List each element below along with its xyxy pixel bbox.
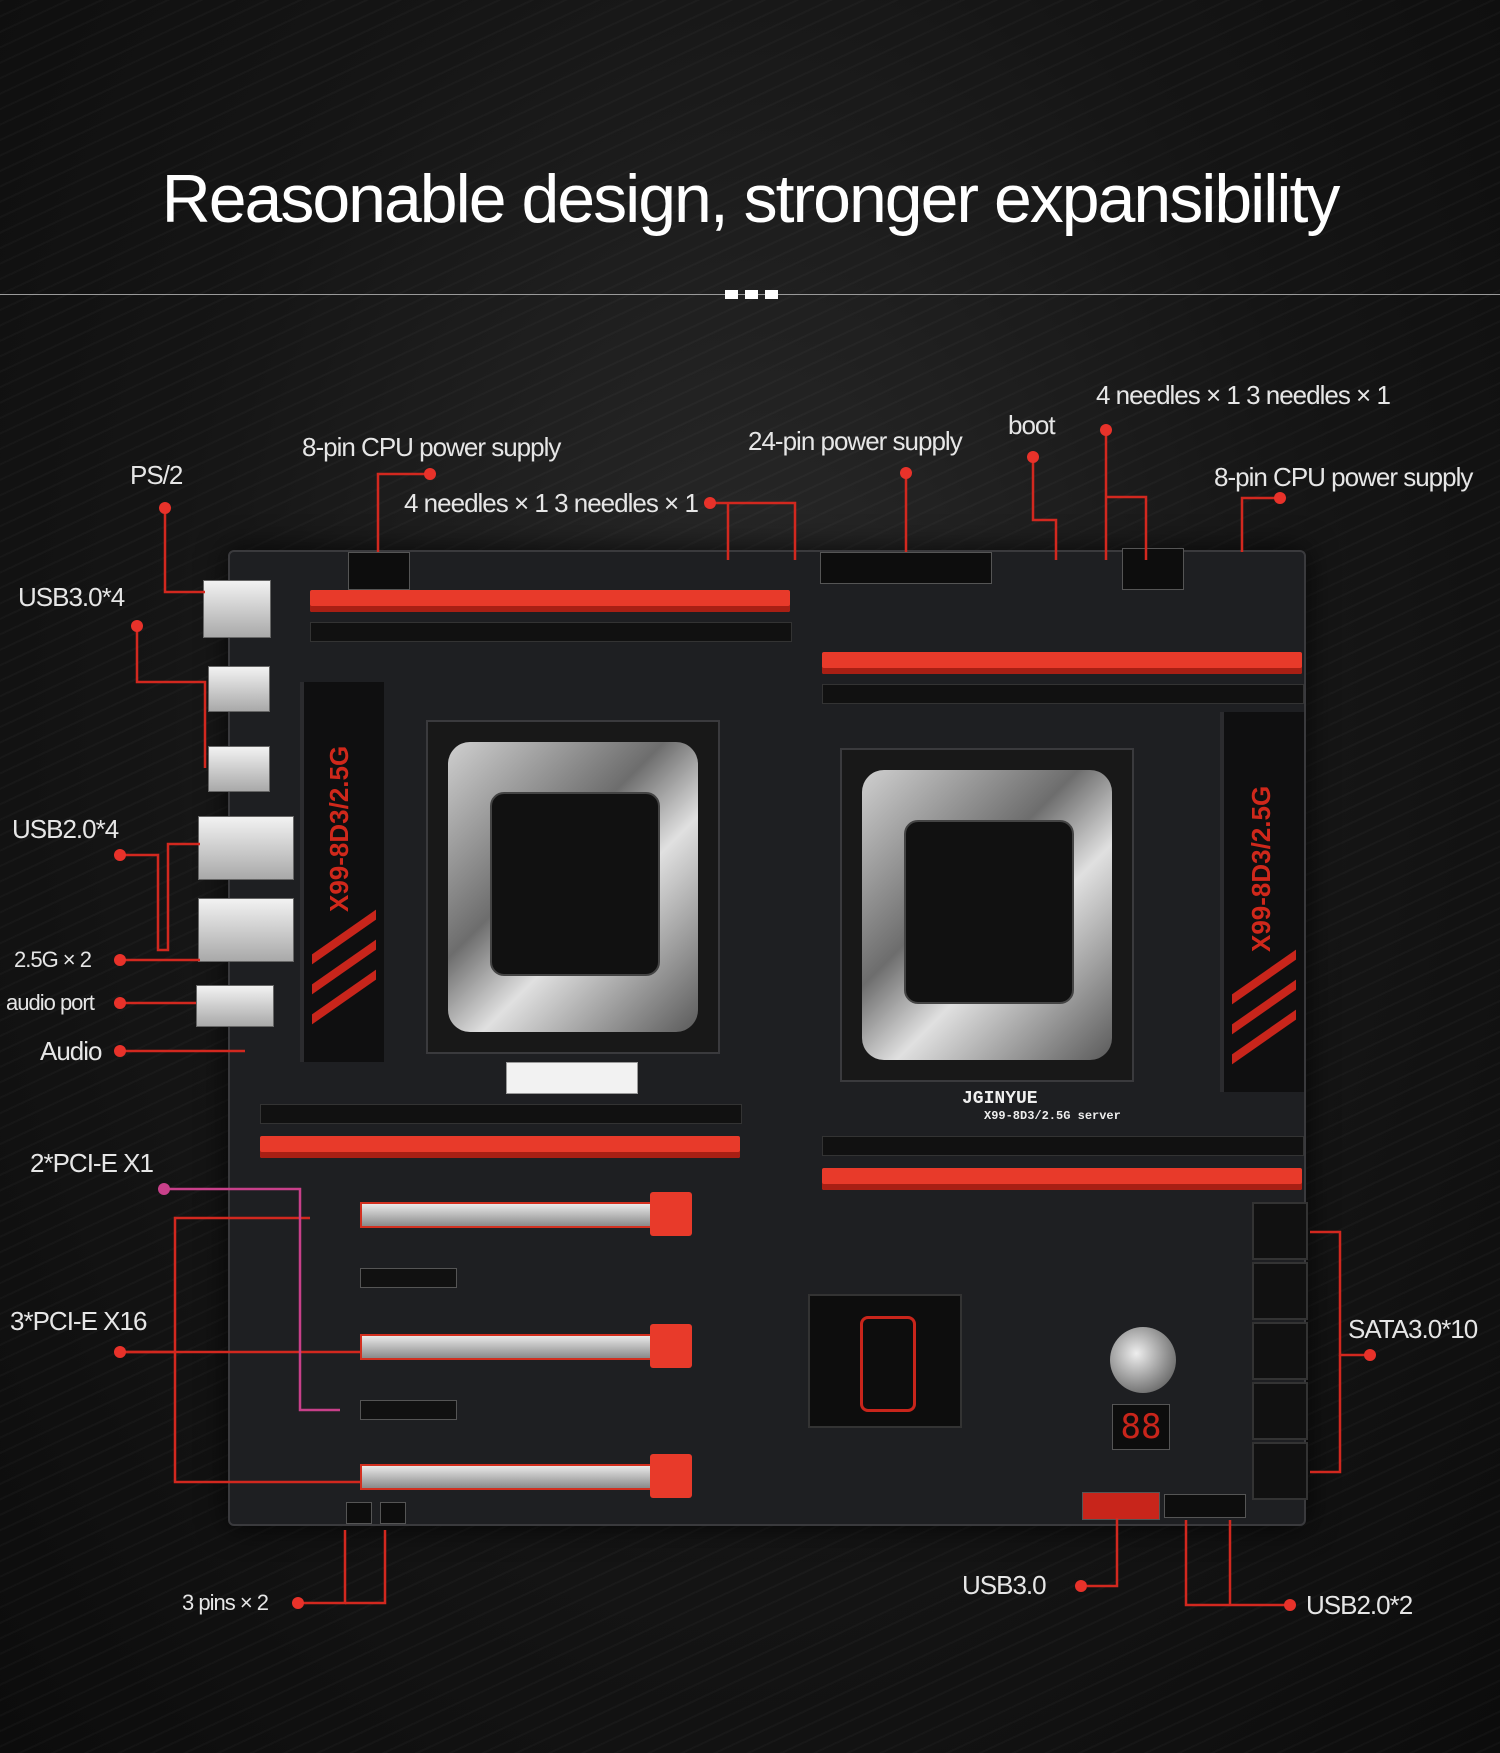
label-usb30x4: USB3.0*4	[18, 582, 125, 612]
label-boot: boot	[1008, 410, 1056, 440]
usb30-header	[1082, 1492, 1160, 1520]
label-sata: SATA3.0*10	[1348, 1314, 1478, 1344]
cpu-socket-1	[426, 720, 720, 1054]
pcie-x16-slot	[360, 1334, 656, 1360]
pcie-latch	[650, 1192, 692, 1236]
fan-header	[346, 1502, 372, 1524]
pcie-latch	[650, 1324, 692, 1368]
heatsink-text: X99-8D3/2.5G	[324, 745, 354, 912]
serial-sticker	[506, 1062, 638, 1094]
pcie-x16-slot	[360, 1202, 656, 1228]
label-pcie-x1: 2*PCI-E X1	[30, 1148, 154, 1178]
label-three-pins: 3 pins × 2	[182, 1590, 269, 1615]
dimm-slot	[310, 622, 792, 642]
usb30-port	[208, 666, 270, 712]
sata-port	[1252, 1382, 1308, 1440]
label-cpu-8pin-left: 8-pin CPU power supply	[302, 432, 561, 462]
sata-port	[1252, 1322, 1308, 1380]
sata-port	[1252, 1442, 1308, 1500]
label-usb30: USB3.0	[962, 1570, 1047, 1600]
chipset-heatsink	[808, 1294, 962, 1428]
lan-usb-port	[198, 816, 294, 880]
dimm-slot	[822, 1136, 1304, 1156]
pcie-latch	[650, 1454, 692, 1498]
motherboard-image: X99-8D3/2.5G X99-8D3/2.5G JGINYUE X99-8D…	[228, 548, 1308, 1526]
usb30-port	[208, 746, 270, 792]
label-usb20x2: USB2.0*2	[1306, 1590, 1413, 1620]
label-ps2: PS/2	[130, 460, 183, 490]
label-audio: Audio	[40, 1036, 102, 1066]
dimm-slot	[822, 1168, 1302, 1190]
label-cpu-8pin-right: 8-pin CPU power supply	[1214, 462, 1473, 492]
model-label: X99-8D3/2.5G server	[984, 1109, 1121, 1123]
cmos-battery	[1110, 1327, 1176, 1393]
label-audio-port: audio port	[6, 990, 95, 1015]
fan-header	[380, 1502, 406, 1524]
cpu-8pin-connector	[348, 552, 410, 590]
cpu-8pin-connector	[1122, 548, 1184, 590]
label-usb20x4: USB2.0*4	[12, 814, 119, 844]
ps2-port	[203, 580, 271, 638]
dimm-slot	[822, 684, 1304, 704]
pcie-x16-slot	[360, 1464, 656, 1490]
atx-24pin-connector	[820, 552, 992, 584]
page-title: Reasonable design, stronger expansibilit…	[161, 161, 1341, 237]
dimm-slot	[310, 590, 790, 612]
pcie-x1-slot	[360, 1400, 457, 1420]
dimm-slot	[822, 652, 1302, 674]
label-needles-left: 4 needles × 1 3 needles × 1	[404, 488, 699, 518]
label-pcie-x16: 3*PCI-E X16	[10, 1306, 147, 1336]
vrm-heatsink-right: X99-8D3/2.5G	[1220, 712, 1304, 1092]
dimm-slot	[260, 1136, 740, 1158]
audio-port	[196, 985, 274, 1027]
label-needles-right: 4 needles × 1 3 needles × 1	[1096, 380, 1391, 410]
dimm-slot	[260, 1104, 742, 1124]
cpu-socket-2	[840, 748, 1134, 1082]
title-divider-dots	[725, 290, 779, 299]
usb20-header	[1164, 1494, 1246, 1518]
heatsink-text: X99-8D3/2.5G	[1246, 785, 1276, 952]
lan-usb-port	[198, 898, 294, 962]
vrm-heatsink-left: X99-8D3/2.5G	[300, 682, 384, 1062]
sata-port	[1252, 1262, 1308, 1320]
label-24pin: 24-pin power supply	[748, 426, 963, 456]
label-lan: 2.5G × 2	[14, 947, 92, 972]
brand-label: JGINYUE	[962, 1089, 1038, 1109]
sata-port	[1252, 1202, 1308, 1260]
post-code-display: 88	[1112, 1404, 1170, 1450]
pcie-x1-slot	[360, 1268, 457, 1288]
